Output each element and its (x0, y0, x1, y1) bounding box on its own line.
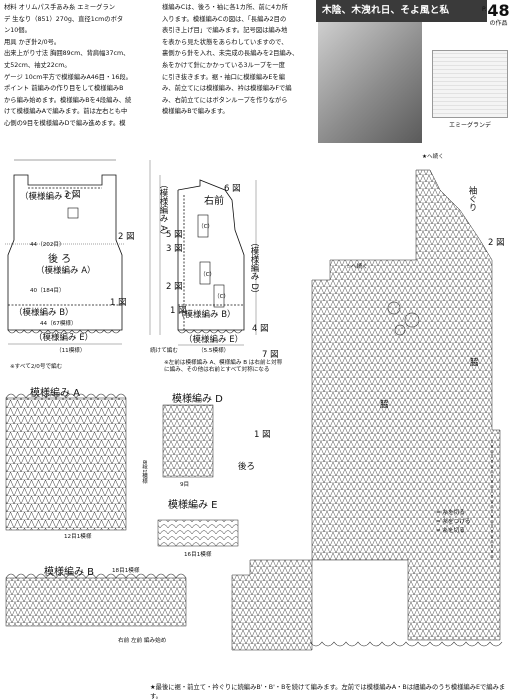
chart-fig2-label: 2 図 (488, 238, 505, 248)
measure-lines (8, 160, 257, 346)
continue-star-2: ☆へ続く (346, 264, 368, 270)
front-label-fig5: 5 図 (166, 230, 183, 240)
intro-line: ゲージ 10cm平方で模様編みA46目・16段。 (4, 73, 132, 81)
continue-label: 続けて編む (150, 348, 178, 354)
chart-ushiro-label: 後ろ (238, 462, 256, 472)
intro-line: けて模様編みAで編みます。前は左右とも中 (4, 108, 128, 116)
front-label-fig1: 1 図 (170, 306, 187, 316)
chart-fig1-label: 1 図 (254, 430, 271, 440)
title-banner: 木陰、木洩れ日、そよ風と私 (316, 0, 487, 22)
intro-line: ポイント 前編みの作り目をして模様編みB (4, 85, 124, 93)
front-label-fig7: 7 図 (262, 350, 279, 360)
back-width2-label: 40（184目） (30, 288, 65, 294)
front-label-fig2: 2 図 (166, 282, 183, 292)
intro-line: 糸をかけて針にかかっている3ループを一度 (162, 61, 285, 69)
front-c-box-3: （C） (214, 294, 230, 300)
chart-b-repeat: 18目1模様 (112, 568, 140, 574)
front-c-box-1: （C） (198, 224, 214, 230)
chart-b (5, 573, 187, 627)
front-pattern-b-label: （模様編み B） (176, 310, 236, 320)
continue-star-1: ★へ続く (422, 154, 444, 160)
chart-a-rows: 8段1模様 (141, 460, 147, 484)
back-label-fig2: 2 図 (118, 232, 135, 242)
legend-3: = 糸を切る (436, 528, 465, 534)
front-label-fig4: 4 図 (252, 324, 269, 334)
intro-line: 用具 かぎ針2/0号。 (4, 38, 61, 46)
intro-line: に引き抜きます。裾・袖口に模様編みEを編 (162, 73, 285, 81)
back-label-fig1: 1 図 (110, 298, 127, 308)
chart-body-large (231, 169, 503, 651)
badge-prefix: P. (482, 6, 487, 13)
back-pattern-b-label: （模様編み B） (14, 308, 74, 318)
chart-b-start: 右前 左前 編み始め (118, 638, 167, 644)
front-hem-count: （5.5模様） (198, 348, 230, 354)
chart-a-repeat: 12目1模様 (64, 534, 92, 540)
intro-line: 表引き上げ目」で編みます。記号図は編み地 (162, 27, 288, 35)
front-title: 右前 (204, 196, 224, 207)
front-schematic (177, 179, 245, 334)
intro-line: 出来上がり寸法 胸囲89cm、背肩幅37cm、 (4, 50, 130, 58)
chart-waki2-label: 脇 (380, 400, 389, 410)
back-pattern-a-label: （模様編み A） (36, 266, 96, 276)
page-badge: P. 48 の作品 (482, 2, 515, 37)
intro-line: 様編みCは、後ろ・袖に各1カ所、前に4カ所 (162, 4, 288, 11)
intro-line: み、前立てには模様編み、衿は模様編みFで編 (162, 85, 292, 93)
note-left: ※すべて2/0号で編む (10, 364, 63, 370)
badge-sub: の作品 (489, 20, 508, 27)
legend-1: = 糸を切る (436, 510, 465, 516)
chart-e (157, 519, 239, 547)
intro-line: から編み始めます。模様編みBを4段編み、続 (4, 96, 132, 104)
instructions-text-right: 様編みCは、後ろ・袖に各1カ所、前に4カ所 入ります。模様編みCの図は、「長編み… (162, 2, 312, 118)
back-width-label: 44（202目） (30, 242, 65, 248)
chart-waki-label: 脇 (470, 358, 479, 368)
swatch-caption: エミーグランデ (448, 122, 491, 129)
chart-e-repeat: 16目1模様 (184, 552, 212, 558)
footer-note: ★最後に裾・前立て・衿ぐりに続編みB'・B'・Bを続けて編みます。左前では模様編… (150, 684, 506, 700)
chart-a (5, 393, 127, 531)
back-hem-width: 44（67模様） (40, 321, 77, 327)
intro-line: を表から見た状態をあらわしていますので、 (162, 38, 288, 46)
chart-e-title: 模様編み E (168, 500, 218, 511)
materials-text-left: 材料 オリムパス手あみ糸 エミーグラン デ 生なり（851）270g、直径1cm… (4, 2, 312, 130)
chart-a-title: 模様編み A (30, 388, 81, 399)
intro-line: デ 生なり（851）270g、直径1cmのボタ (4, 15, 124, 23)
front-label-fig3: 3 図 (166, 244, 183, 254)
intro-line: 模様編みBで編みます。 (162, 108, 229, 116)
back-schematic (5, 159, 125, 334)
intro-line: ン10個。 (4, 27, 31, 35)
back-pattern-c-label: （模様編み C） (20, 192, 80, 202)
front-pattern-a-vertical: （模様編み A） (158, 180, 168, 240)
back-label-fig3: 3 図 (64, 190, 81, 200)
back-pattern-e-label: （模様編み E） (34, 333, 94, 343)
back-hem-count: （11模様） (56, 348, 86, 354)
intro-line: み、右前立てにはボタンループを作りながら (162, 96, 288, 104)
intro-line: 丈52cm、袖丈22cm。 (4, 61, 71, 69)
intro-line: 材料 オリムパス手あみ糸 エミーグラン (4, 4, 116, 11)
model-photo (318, 22, 422, 143)
yarn-swatch-image (432, 50, 508, 118)
front-c-box-2: （C） (200, 272, 216, 278)
chart-d-repeat: 9目 (180, 482, 190, 488)
chart-d (162, 404, 214, 478)
legend-2: = 糸をつける (436, 519, 471, 525)
intro-line: 入ります。模様編みCの図は、「長編み2目の (162, 15, 287, 23)
back-title: 後 ろ (48, 254, 72, 265)
chart-sodeguri-label: 袖ぐり (467, 186, 477, 212)
chart-d-title: 模様編み D (172, 394, 223, 405)
intro-line: 裏側から針を入れ、未完成の長編みを2目編み、 (162, 50, 299, 58)
front-pattern-d-vertical: （模様編み D） (249, 238, 259, 299)
badge-number: 48 (487, 1, 510, 20)
front-label-fig6: 6 図 (224, 184, 241, 194)
note-right: ※左前は模様編み A、模様編み B は右前と対称に編み、その他は右前とすべて対称… (164, 360, 283, 373)
front-pattern-e-label: （模様編み E） (184, 335, 244, 345)
intro-line: 心側の9目を模様編みDで編み進めます。模 (4, 119, 126, 127)
chart-b-title: 模様編み B (44, 567, 95, 578)
